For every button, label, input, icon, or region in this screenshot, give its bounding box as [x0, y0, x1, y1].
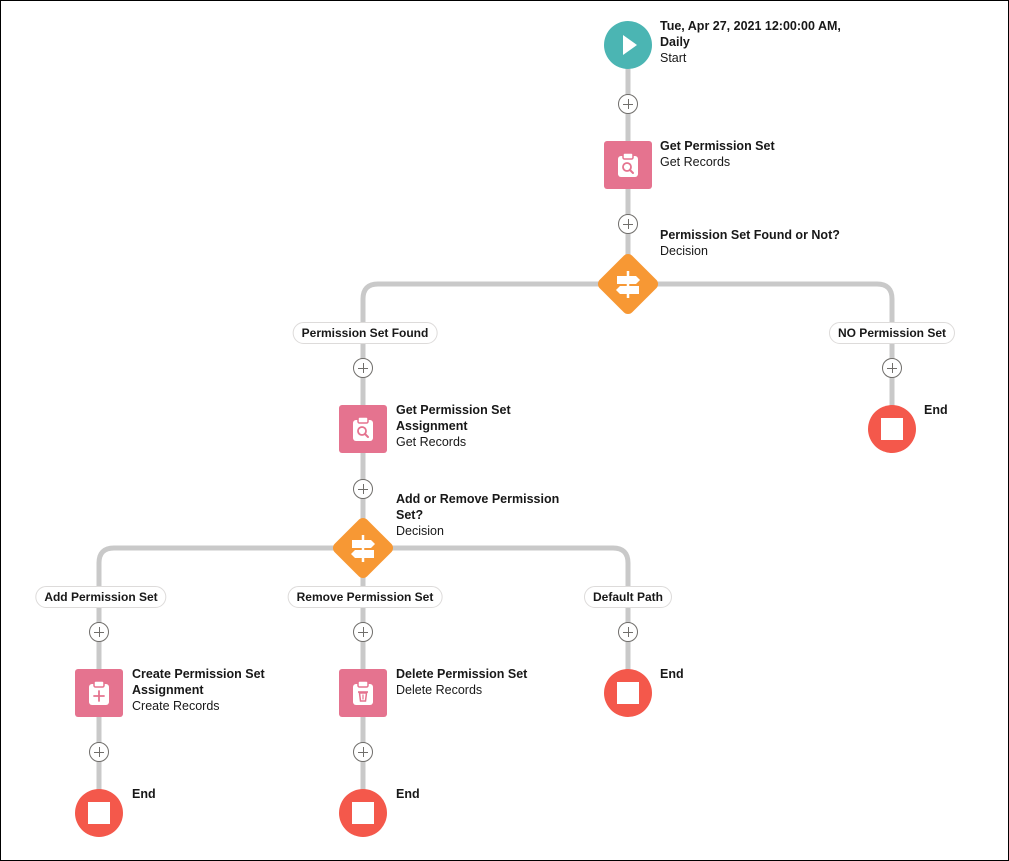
get-permission-set-label: Get Permission Set Get Records [660, 138, 860, 170]
end-title: End [660, 667, 684, 681]
get-assignment-title: Get Permission Set Assignment [396, 403, 511, 433]
get-permission-set-subtitle: Get Records [660, 155, 731, 169]
get-assignment-label: Get Permission Set Assignment Get Record… [396, 402, 556, 450]
decision-add-remove-subtitle: Decision [396, 524, 444, 538]
outcome-default-pill[interactable]: Default Path [583, 586, 673, 608]
delete-assignment-title: Delete Permission Set [396, 667, 528, 681]
add-element-button[interactable] [89, 742, 109, 762]
end-label: End [396, 786, 420, 802]
delete-assignment-label: Delete Permission Set Delete Records [396, 666, 566, 698]
decision-found-subtitle: Decision [660, 244, 708, 258]
start-title: Tue, Apr 27, 2021 12:00:00 AM, Daily [660, 19, 841, 49]
start-label: Tue, Apr 27, 2021 12:00:00 AM, Daily Sta… [660, 18, 860, 66]
stop-icon [88, 802, 110, 824]
stop-icon [881, 418, 903, 440]
outcome-remove-pill[interactable]: Remove Permission Set [287, 586, 443, 608]
add-element-button[interactable] [353, 742, 373, 762]
get-permission-set-title: Get Permission Set [660, 139, 775, 153]
add-element-button[interactable] [618, 94, 638, 114]
end-node[interactable] [604, 669, 652, 717]
outcome-add-pill[interactable]: Add Permission Set [35, 586, 167, 608]
create-assignment-node[interactable] [75, 669, 123, 717]
connector-default-branch [382, 545, 631, 672]
decision-found-title: Permission Set Found or Not? [660, 228, 840, 242]
clipboard-plus-icon [89, 680, 109, 705]
end-label: End [924, 402, 948, 418]
delete-assignment-node[interactable] [339, 669, 387, 717]
outcome-found-pill[interactable]: Permission Set Found [292, 322, 438, 344]
delete-assignment-subtitle: Delete Records [396, 683, 483, 697]
add-element-button[interactable] [353, 358, 373, 378]
end-title: End [132, 787, 156, 801]
stop-icon [352, 802, 374, 824]
create-assignment-title: Create Permission Set Assignment [132, 667, 265, 697]
start-node[interactable] [604, 21, 652, 69]
decision-add-remove-title: Add or Remove Permission Set? [396, 492, 560, 522]
add-element-button[interactable] [618, 622, 638, 642]
add-element-button[interactable] [882, 358, 902, 378]
end-node[interactable] [75, 789, 123, 837]
connector-add-branch [96, 545, 344, 672]
connector-found-branch [360, 281, 609, 408]
add-element-button[interactable] [89, 622, 109, 642]
trash-icon [353, 680, 373, 705]
clipboard-search-icon [353, 416, 373, 441]
create-assignment-label: Create Permission Set Assignment Create … [132, 666, 292, 714]
end-label: End [132, 786, 156, 802]
outcome-not-found-pill[interactable]: NO Permission Set [828, 322, 956, 344]
end-node[interactable] [868, 405, 916, 453]
add-element-button[interactable] [353, 622, 373, 642]
add-element-button[interactable] [353, 479, 373, 499]
end-title: End [396, 787, 420, 801]
end-title: End [924, 403, 948, 417]
end-label: End [660, 666, 684, 682]
create-assignment-subtitle: Create Records [132, 699, 220, 713]
play-icon [623, 35, 637, 55]
get-permission-set-node[interactable] [604, 141, 652, 189]
start-subtitle: Start [660, 51, 687, 65]
decision-add-remove-label: Add or Remove Permission Set? Decision [396, 491, 581, 539]
connector-not-found-branch [647, 281, 895, 408]
end-node[interactable] [339, 789, 387, 837]
add-element-button[interactable] [618, 214, 638, 234]
get-assignment-node[interactable] [339, 405, 387, 453]
clipboard-search-icon [618, 152, 638, 177]
decision-found-label: Permission Set Found or Not? Decision [660, 227, 840, 259]
stop-icon [617, 682, 639, 704]
get-assignment-subtitle: Get Records [396, 435, 467, 449]
